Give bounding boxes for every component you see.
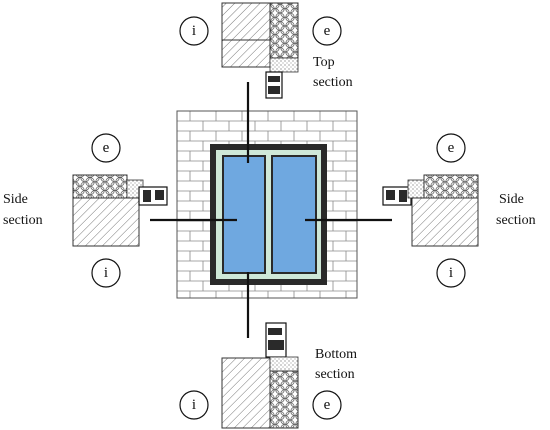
top-render <box>269 57 299 73</box>
top-section-detail <box>221 2 299 99</box>
left-section-detail <box>72 174 168 247</box>
glass-pane-right <box>273 157 315 272</box>
marker-top-exterior-text: e <box>324 23 331 39</box>
bottom-section-detail <box>221 322 299 429</box>
top-masonry <box>221 2 271 68</box>
bottom-masonry <box>221 357 271 429</box>
right-section-detail <box>382 174 479 247</box>
marker-top-interior: i <box>179 16 209 46</box>
marker-left-exterior: e <box>91 133 121 163</box>
label-bottom-line1: Bottom <box>315 347 357 362</box>
left-masonry <box>72 197 140 247</box>
label-right: Side section <box>496 192 536 228</box>
label-top: Top section <box>313 55 353 90</box>
marker-bottom-interior-text: i <box>192 397 196 413</box>
label-right-line1: Side <box>499 192 524 207</box>
marker-top-exterior: e <box>312 16 342 46</box>
top-profile <box>265 71 283 99</box>
right-render <box>407 179 425 199</box>
marker-bottom-exterior: e <box>312 390 342 420</box>
right-insulation <box>423 174 479 199</box>
wall-elevation <box>176 110 358 299</box>
marker-bottom-exterior-text: e <box>324 397 331 413</box>
bottom-insulation <box>269 370 299 429</box>
marker-right-exterior-text: e <box>448 140 455 156</box>
label-left: Side section <box>3 192 43 228</box>
marker-top-interior-text: i <box>192 23 196 39</box>
label-top-line2: section <box>313 75 353 90</box>
bottom-render <box>269 356 299 372</box>
marker-left-interior: i <box>91 258 121 288</box>
label-left-line1: Side <box>3 192 28 207</box>
label-bottom-line2: section <box>315 367 355 382</box>
section-lines <box>150 82 392 338</box>
label-left-line2: section <box>3 213 43 228</box>
top-insulation <box>269 2 299 59</box>
marker-left-interior-text: i <box>104 265 108 281</box>
label-top-line1: Top <box>313 55 335 70</box>
glass-pane-left <box>224 157 264 272</box>
right-masonry <box>411 197 479 247</box>
marker-left-exterior-text: e <box>103 140 110 156</box>
label-right-line2: section <box>496 213 536 228</box>
left-insulation <box>72 174 128 199</box>
marker-bottom-interior: i <box>179 390 209 420</box>
marker-right-interior-text: i <box>449 265 453 281</box>
marker-right-exterior: e <box>436 133 466 163</box>
label-bottom: Bottom section <box>315 347 361 382</box>
marker-right-interior: i <box>436 258 466 288</box>
